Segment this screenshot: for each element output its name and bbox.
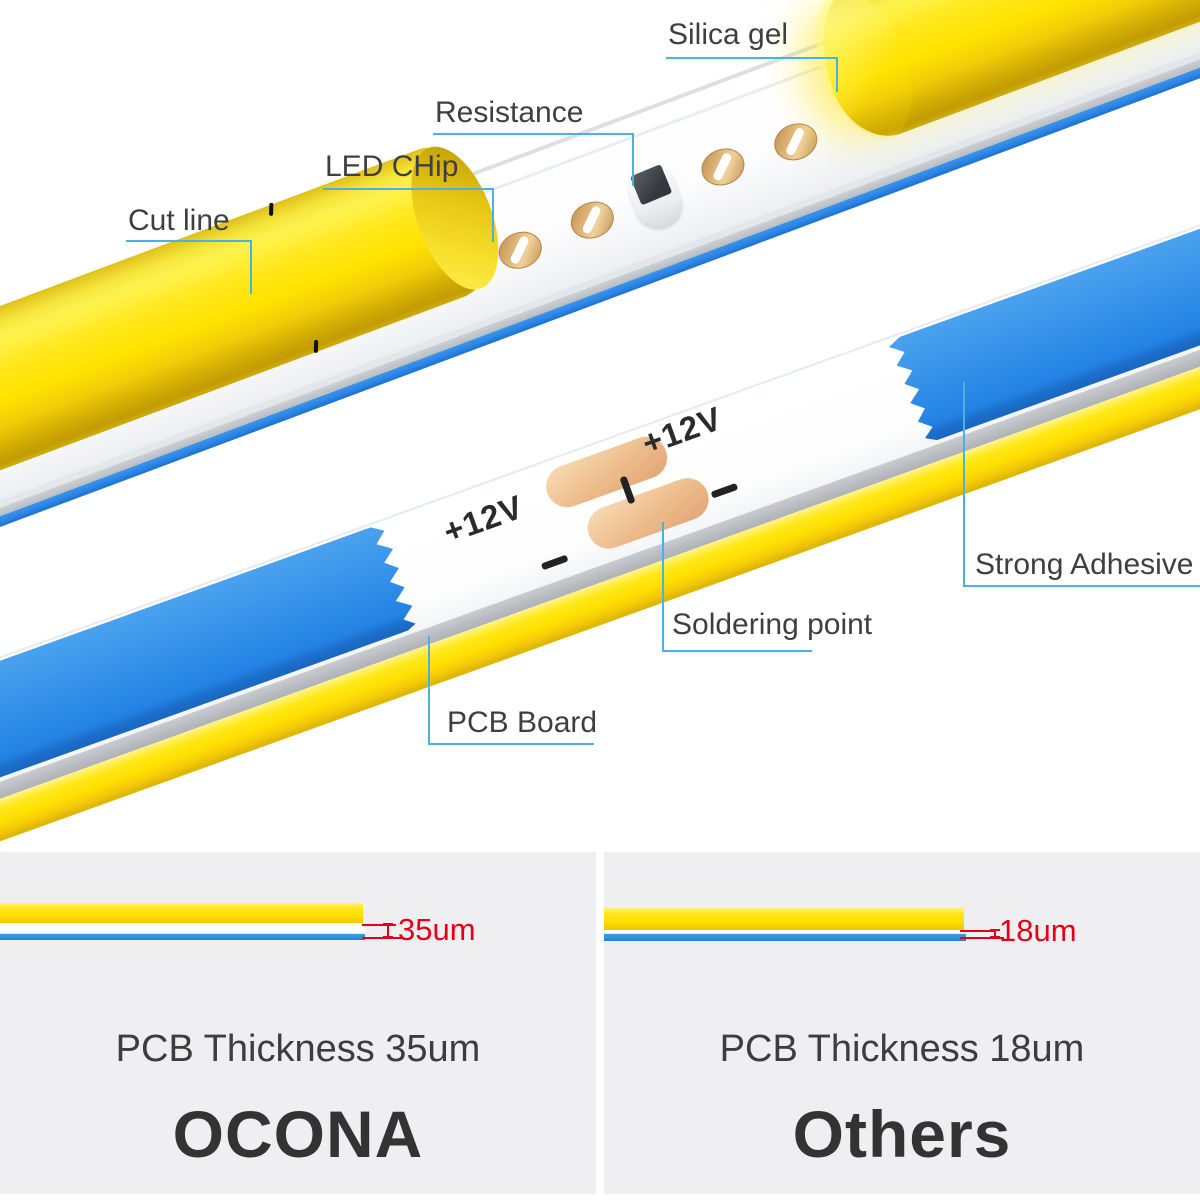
dimension-line <box>362 937 404 939</box>
pcb-board-label: PCB Board <box>447 706 598 739</box>
callout-underline <box>963 585 1200 587</box>
strong-adhesive-label: Strong Adhesive <box>975 548 1194 581</box>
callout-underline <box>428 743 594 745</box>
thickness-dimension: 18um <box>999 913 1077 948</box>
dimension-line <box>960 930 996 932</box>
strip-cross-section-adhesive <box>0 934 365 940</box>
callout-underline <box>666 57 838 59</box>
callout-pointer-line <box>662 522 664 650</box>
dimension-line <box>960 937 1004 939</box>
led-highlight <box>581 204 602 235</box>
strip-cross-section-pcb <box>0 923 365 934</box>
brand-name: Others <box>792 1097 1012 1171</box>
callout-underline <box>433 133 634 135</box>
resistance-label: Resistance <box>435 96 584 129</box>
comparison-panel-others: 18um PCB Thickness 18um Others <box>604 852 1200 1194</box>
strip-cross-section-yellow <box>604 908 964 930</box>
dimension-line <box>387 924 389 939</box>
cut-line-mark <box>269 202 274 216</box>
dimension-serif <box>383 923 393 925</box>
thickness-text: PCB Thickness 35um <box>115 1028 481 1070</box>
strip-cross-section-pcb <box>604 930 966 934</box>
callout-pointer-line <box>963 382 965 585</box>
led-highlight <box>712 151 733 182</box>
callout-underline <box>126 240 252 242</box>
thickness-dimension: 35um <box>398 912 476 947</box>
dimension-line <box>994 930 996 939</box>
dimension-line <box>362 924 396 926</box>
strip-cross-section-adhesive <box>604 934 966 941</box>
cut-line-label: Cut line <box>128 204 230 237</box>
callout-pointer-line <box>492 188 494 242</box>
thickness-text: PCB Thickness 18um <box>719 1028 1085 1070</box>
led-highlight <box>784 126 806 157</box>
cut-line-mark <box>313 339 319 353</box>
strip-cross-section-yellow <box>0 903 363 923</box>
brand-name: OCONA <box>172 1097 424 1171</box>
callout-pointer-line <box>632 133 634 186</box>
callout-pointer-line <box>428 636 430 743</box>
soldering-point-label: Soldering point <box>672 608 873 641</box>
callout-pointer-line <box>250 240 252 294</box>
dimension-serif <box>990 929 1000 931</box>
callout-underline <box>323 188 494 190</box>
led-chip-label: LED CHip <box>325 150 459 183</box>
callout-pointer-line <box>836 57 838 92</box>
silica-gel-label: Silica gel <box>668 18 789 51</box>
dimension-serif <box>383 936 393 938</box>
led-strip-diagram: +12V +12V Cut line LED CHip Resistance S… <box>0 0 1200 852</box>
dimension-serif <box>990 936 1000 938</box>
callout-underline <box>662 650 812 652</box>
led-highlight <box>509 234 530 265</box>
comparison-panel-ocona: 35um PCB Thickness 35um OCONA <box>0 852 596 1194</box>
